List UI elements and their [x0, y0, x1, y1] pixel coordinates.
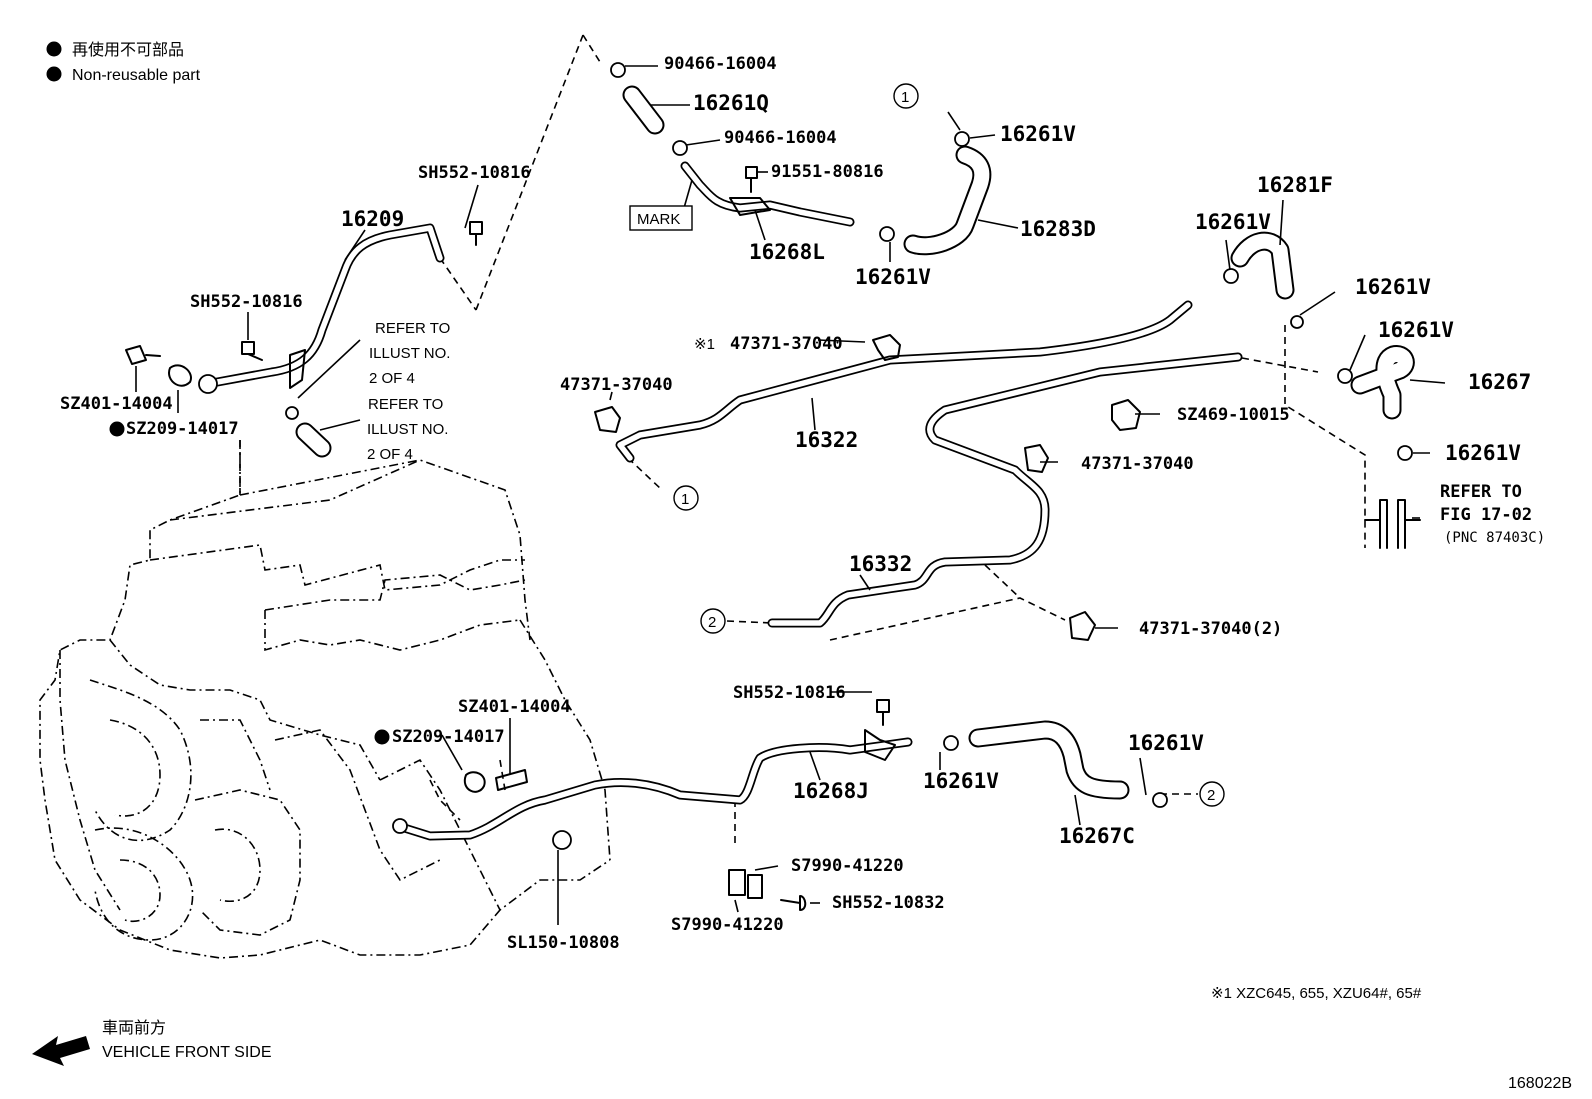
label-90466-16004-b: 90466-16004 [724, 128, 837, 148]
label-16261V-br: 16261V [1128, 731, 1204, 755]
label-S7990-41220-a: S7990-41220 [791, 856, 904, 876]
vehicle-front-indicator: 車両前方 VEHICLE FRONT SIDE [32, 1019, 272, 1066]
label-SZ209-14017-left: SZ209-14017 [126, 419, 239, 439]
label-16261V-top: 16261V [1000, 122, 1076, 146]
hose-16261Q [622, 85, 665, 135]
circle-ref-2-right: 2 [1207, 787, 1215, 804]
label-16267C: 16267C [1059, 824, 1135, 848]
refer-hose-stub [295, 422, 332, 458]
label-SZ401-14004-bot: SZ401-14004 [458, 697, 571, 717]
label-SH552-10816-left: SH552-10816 [190, 292, 303, 312]
mark-box: MARK [629, 205, 693, 231]
label-SZ401-14004-left: SZ401-14004 [60, 394, 173, 414]
label-47371-37040-2: 47371-37040(2) [1139, 619, 1282, 639]
part-labels: 90466-16004 16261Q 90466-16004 91551-808… [60, 54, 1531, 953]
non-reusable-bullet-icon [109, 421, 125, 437]
label-16261V-r2: 16261V [1355, 275, 1431, 299]
label-16261V-bot: 16261V [923, 769, 999, 793]
refer-b-line-3: 2 OF 4 [367, 446, 413, 463]
label-SZ469-10015: SZ469-10015 [1177, 405, 1290, 425]
circle-ref-1-top: 1 [901, 89, 909, 106]
refer-fig-line-3: (PNC 87403C) [1444, 530, 1545, 546]
mark-label: MARK [637, 211, 680, 228]
pipe-16268L [680, 161, 855, 227]
label-16268L: 16268L [749, 240, 825, 264]
label-16261V-r1: 16261V [1195, 210, 1271, 234]
circle-refs: 1 1 2 2 [673, 83, 1225, 807]
hose-16281F [1230, 231, 1295, 300]
front-arrow-icon [32, 1036, 90, 1066]
pipe-16209 [198, 223, 445, 394]
engine-outline [39, 440, 611, 959]
hose-16283D [903, 145, 992, 256]
refer-fig-line-2: FIG 17-02 [1440, 505, 1532, 525]
refer-b-line-2: ILLUST NO. [367, 421, 448, 438]
dashed-connectors [239, 34, 1366, 848]
label-SL150-10808: SL150-10808 [507, 933, 620, 953]
label-90466-16004-a: 90466-16004 [664, 54, 777, 74]
diagram-id: 168022B [1508, 1075, 1572, 1092]
clamps-and-bolts [125, 62, 1413, 911]
front-label-en: VEHICLE FRONT SIDE [102, 1044, 272, 1061]
label-47371-37040-left: 47371-37040 [560, 375, 673, 395]
label-16267: 16267 [1468, 370, 1531, 394]
label-16268J: 16268J [793, 779, 869, 803]
refer-a-line-2: ILLUST NO. [369, 345, 450, 362]
label-16281F: 16281F [1257, 173, 1333, 197]
circle-ref-2-left: 2 [708, 614, 716, 631]
refer-notes: REFER TO ILLUST NO. 2 OF 4 REFER TO ILLU… [367, 320, 1545, 546]
label-SH552-10832: SH552-10832 [832, 893, 945, 913]
star-mark-1: ※1 [694, 336, 715, 353]
legend: 再使用不可部品 Non-reusable part [46, 41, 201, 84]
label-16261V-mid: 16261V [855, 265, 931, 289]
front-label-jp: 車両前方 [102, 1019, 166, 1037]
label-SH552-10816-bot: SH552-10816 [733, 683, 846, 703]
refer-fig-line-1: REFER TO [1440, 482, 1522, 502]
hose-16267C [968, 720, 1130, 800]
pipe-16332 [767, 352, 1243, 628]
label-16261V-r3: 16261V [1378, 318, 1454, 342]
non-reusable-bullet-icon [46, 66, 62, 82]
label-47371-37040-star: 47371-37040 [730, 334, 843, 354]
pipe-16322 [615, 300, 1193, 463]
model-footnote: ※1 XZC645, 655, XZU64#, 65# [1211, 985, 1422, 1002]
label-SZ209-14017-bot: SZ209-14017 [392, 727, 505, 747]
refer-a-line-3: 2 OF 4 [369, 370, 415, 387]
leader-lines [135, 65, 1446, 925]
label-16209: 16209 [341, 207, 404, 231]
label-16261V-r4: 16261V [1445, 441, 1521, 465]
label-16332: 16332 [849, 552, 912, 576]
hose-16267 [1350, 345, 1415, 420]
refer-a-line-1: REFER TO [375, 320, 450, 337]
non-reusable-bullet-icon [374, 729, 390, 745]
label-16261Q: 16261Q [693, 91, 769, 115]
circle-ref-1-bottom: 1 [681, 491, 689, 508]
refer-b-line-1: REFER TO [368, 396, 443, 413]
label-91551-80816: 91551-80816 [771, 162, 884, 182]
legend-jp: 再使用不可部品 [72, 41, 184, 59]
pipe-16268J [392, 729, 913, 841]
label-16283D: 16283D [1020, 217, 1096, 241]
label-47371-37040-mid: 47371-37040 [1081, 454, 1194, 474]
refer-pipe-stubs [1364, 499, 1421, 549]
legend-en: Non-reusable part [72, 67, 201, 84]
label-S7990-41220-b: S7990-41220 [671, 915, 784, 935]
label-16322: 16322 [795, 428, 858, 452]
label-SH552-10816-top: SH552-10816 [418, 163, 531, 183]
non-reusable-bullet-icon [46, 41, 62, 57]
